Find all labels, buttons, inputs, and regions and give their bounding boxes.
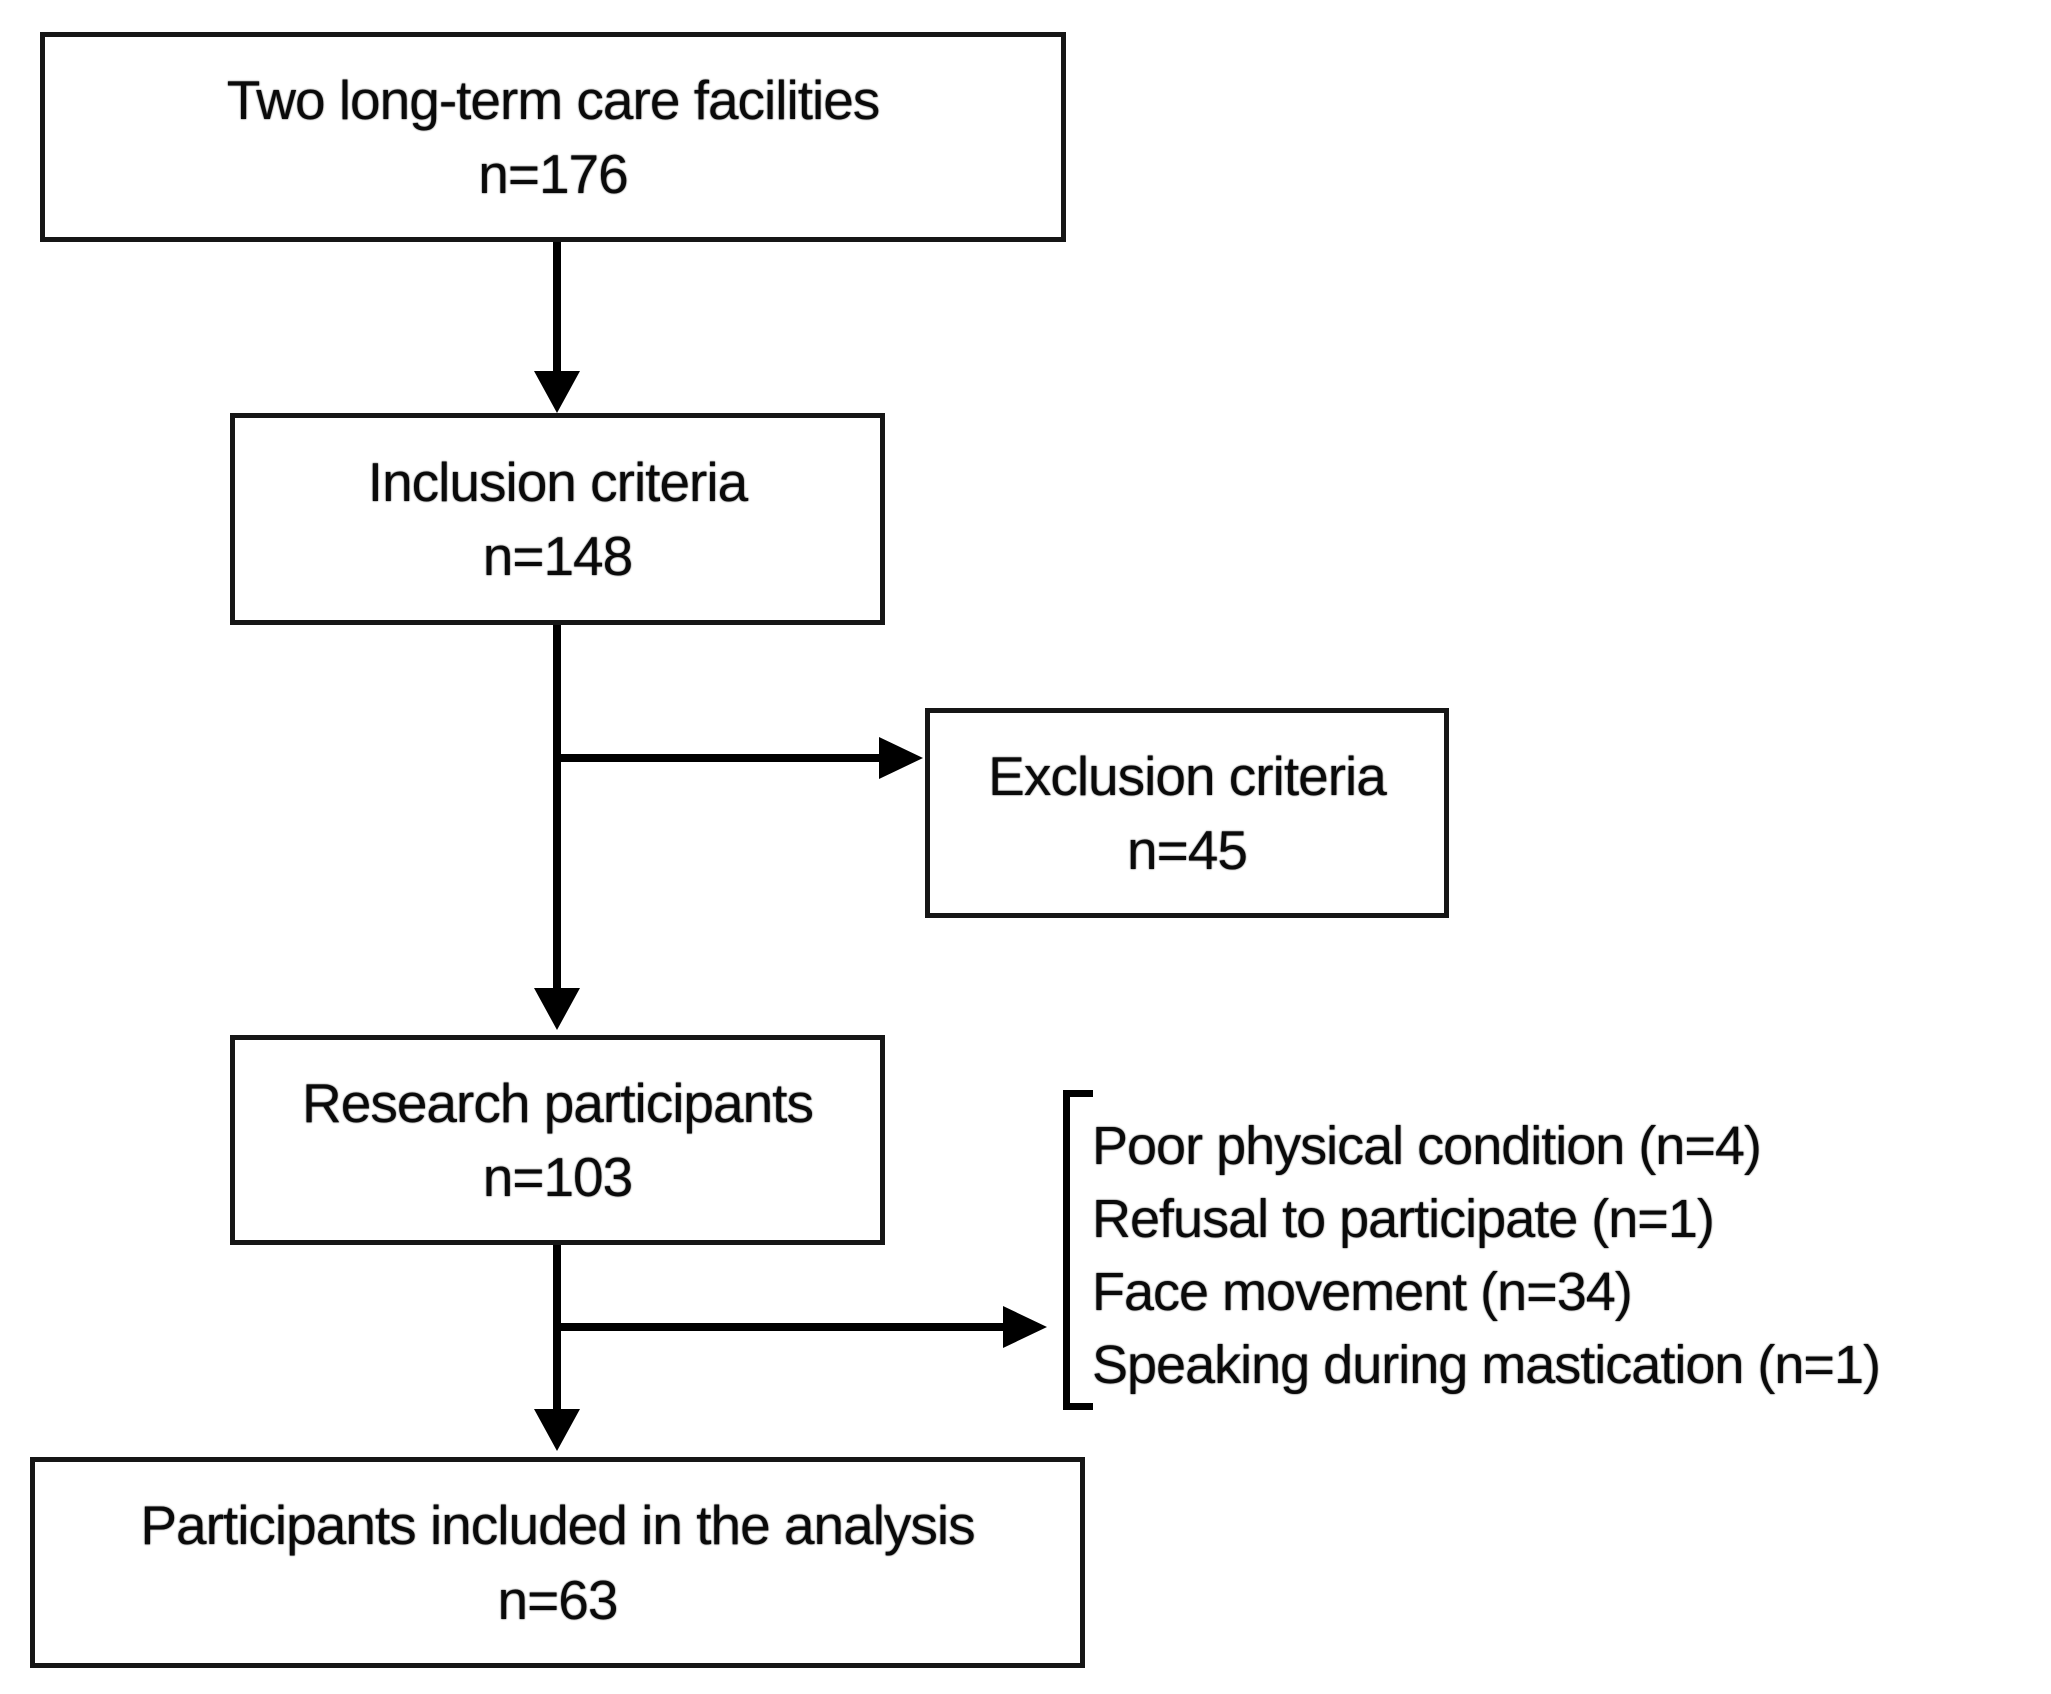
box-inclusion-count: n=148 (482, 525, 633, 587)
box-facilities-label: Two long-term care facilities (226, 68, 881, 131)
left-bracket (1063, 1090, 1093, 1410)
branch-arrow-exclusion-stem (557, 754, 879, 762)
box-research-participants: Research participants n=103 (230, 1035, 885, 1245)
exclusion-reasons-list: Poor physical condition (n=4) Refusal to… (1092, 1110, 1881, 1402)
box-analysis-label: Participants included in the analysis (140, 1494, 975, 1557)
arrow-down-2-head (534, 988, 580, 1030)
branch-arrow-reasons-head (1003, 1306, 1047, 1348)
box-exclusion-criteria: Exclusion criteria n=45 (925, 708, 1449, 918)
box-analysis-count: n=63 (497, 1568, 619, 1631)
box-research-count: n=103 (482, 1146, 633, 1208)
box-exclusion-count: n=45 (1127, 819, 1248, 881)
box-included-in-analysis: Participants included in the analysis n=… (30, 1457, 1085, 1668)
arrow-down-3-head (534, 1409, 580, 1451)
reason-item: Face movement (n=34) (1092, 1262, 1633, 1322)
box-inclusion-criteria: Inclusion criteria n=148 (230, 413, 885, 625)
reason-item: Poor physical condition (n=4) (1092, 1116, 1762, 1176)
box-facilities-count: n=176 (478, 143, 628, 205)
arrow-down-2-stem (553, 625, 561, 990)
box-exclusion-label: Exclusion criteria (988, 744, 1387, 807)
box-research-label: Research participants (302, 1071, 814, 1134)
box-inclusion-label: Inclusion criteria (367, 450, 748, 513)
branch-arrow-exclusion-head (879, 737, 923, 779)
arrow-down-1-stem (553, 242, 561, 374)
reason-item: Speaking during mastication (n=1) (1092, 1335, 1881, 1395)
reason-item: Refusal to participate (n=1) (1092, 1189, 1715, 1249)
box-facilities: Two long-term care facilities n=176 (40, 32, 1066, 242)
arrow-down-1-head (534, 371, 580, 413)
branch-arrow-reasons-stem (557, 1323, 1005, 1331)
